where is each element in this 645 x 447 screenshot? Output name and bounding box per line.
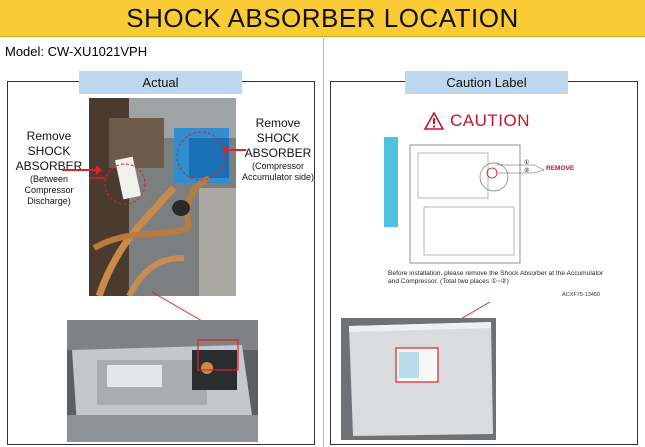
right-arrow-icon xyxy=(222,145,246,155)
callout-right-line3: ABSORBER xyxy=(244,146,312,160)
caution-heading: CAUTION xyxy=(424,109,530,133)
callout-left-line2: SHOCK xyxy=(27,144,71,158)
callout-left-line1: Remove xyxy=(26,129,72,143)
model-label: Model: CW-XU1021VPH xyxy=(5,44,148,59)
remove-label: REMOVE xyxy=(546,165,575,172)
callout-right-line1: Remove xyxy=(255,116,301,130)
callout-right: Remove SHOCK ABSORBER (Compressor Accumu… xyxy=(238,116,318,183)
actual-unit-photo xyxy=(67,320,258,442)
caution-unit-photo xyxy=(341,318,496,440)
left-arrow-icon xyxy=(62,165,102,175)
page-title: SHOCK ABSORBER LOCATION xyxy=(0,0,645,37)
caution-heading-text: CAUTION xyxy=(450,111,530,130)
callout-right-line2: SHOCK xyxy=(256,131,300,145)
caution-label-card: CAUTION ① ② REMOVE Before installation, … xyxy=(384,101,608,302)
tab-actual: Actual xyxy=(79,71,242,94)
caution-diagram xyxy=(384,137,545,264)
marker-1: ① xyxy=(524,160,530,166)
caution-code: ACXF75-13450 xyxy=(562,292,600,298)
actual-closeup-photo xyxy=(89,98,236,296)
callout-right-sub: (Compressor Accumulator side) xyxy=(241,161,315,182)
tab-caution-label: Caution Label xyxy=(405,71,568,94)
warning-triangle-icon xyxy=(424,112,444,130)
column-divider xyxy=(323,38,324,447)
callout-left-sub: (Between Compressor Discharge) xyxy=(24,174,74,206)
caution-instruction: Before installation, please remove the S… xyxy=(388,270,604,285)
marker-2: ② xyxy=(524,168,530,174)
